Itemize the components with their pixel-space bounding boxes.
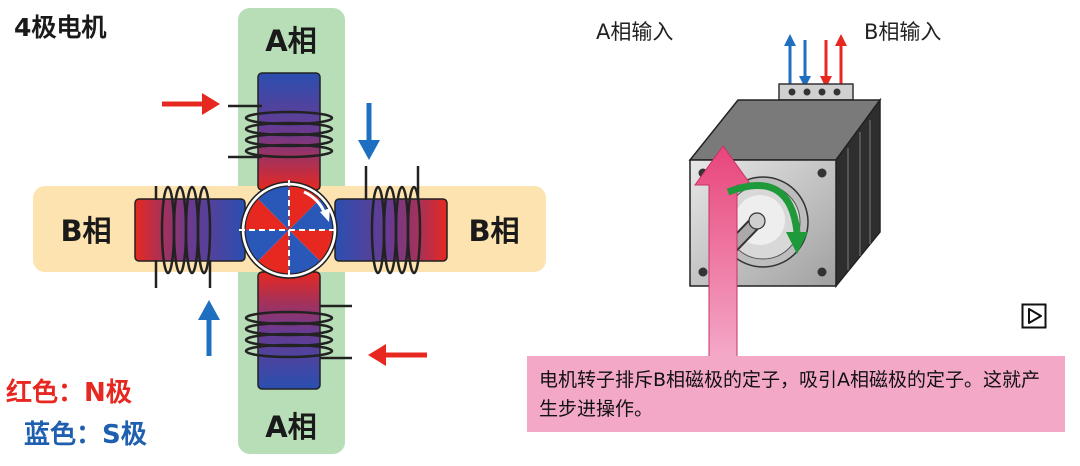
coil-top (228, 104, 334, 159)
diagram-title: 4极电机 (14, 13, 107, 42)
phase-label-b-left: B相 (60, 214, 111, 248)
coil-right (364, 166, 422, 275)
play-button-icon[interactable] (1021, 303, 1047, 329)
current-arrow-top-right (358, 103, 380, 160)
a-phase-input-label: A相输入 (596, 20, 674, 44)
input-wire-arrows (784, 34, 847, 88)
coil-bottom (244, 304, 352, 360)
wire-connector (778, 83, 854, 101)
stator-pole-bottom (257, 271, 321, 390)
coil-left (154, 185, 212, 288)
current-arrow-bottom-left (198, 300, 220, 356)
b-phase-input-label: B相输入 (864, 20, 942, 44)
pink-pointer-arrow (694, 145, 752, 358)
stator-pole-right (334, 198, 448, 262)
phase-label-a-top: A相 (265, 24, 316, 58)
rotor (239, 180, 339, 280)
stator-pole-top (257, 72, 321, 191)
legend-north: 红色：N极 (6, 378, 132, 408)
legend-south: 蓝色：S极 (24, 420, 147, 450)
stator-pole-left (134, 198, 246, 262)
rotation-arrow (726, 181, 808, 254)
phase-label-b-right: B相 (468, 214, 519, 248)
current-arrow-bottom-right (368, 344, 427, 366)
phase-label-a-bottom: A相 (265, 410, 316, 444)
explanation-caption: 电机转子排斥B相磁极的定子，吸引A相磁极的定子。这就产生步进操作。 (527, 356, 1065, 432)
current-arrow-top-left (162, 93, 220, 115)
